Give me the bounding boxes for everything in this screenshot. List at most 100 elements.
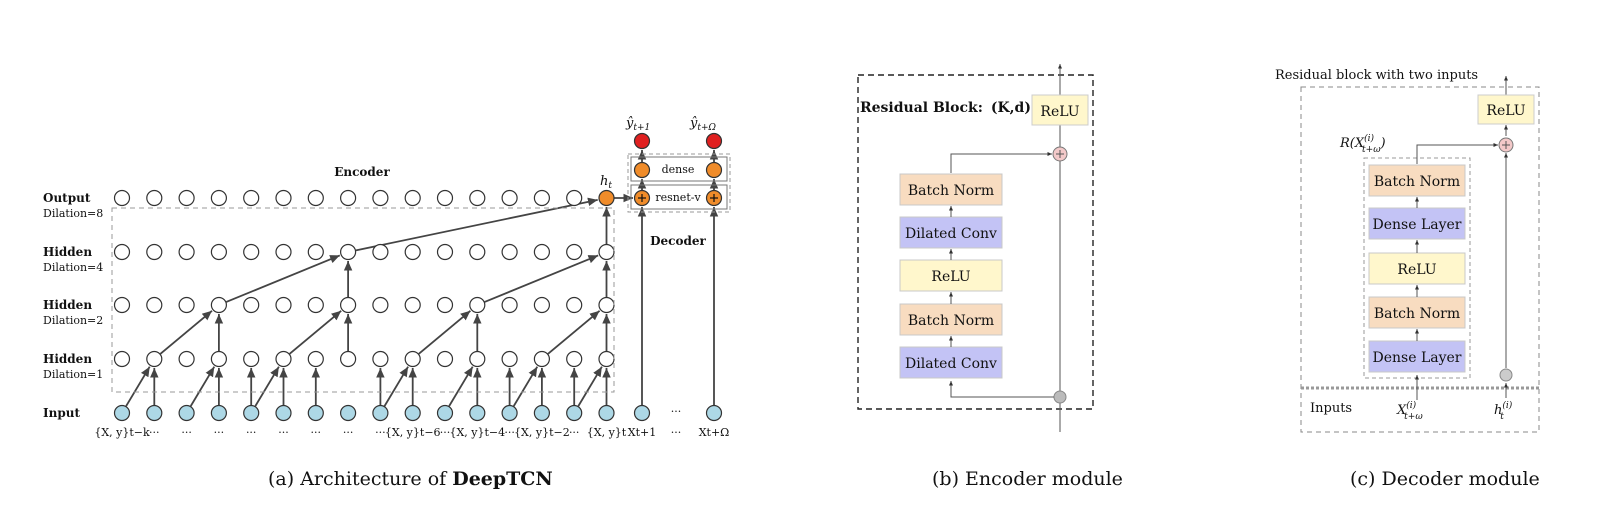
row-label: Output (43, 191, 91, 205)
tcn-node (566, 350, 583, 368)
input-label: ··· (311, 426, 322, 439)
edge-input-hidden1 (383, 366, 409, 407)
tcn-node (275, 243, 292, 261)
tcn-node (404, 189, 421, 207)
tcn-node (210, 189, 227, 207)
tcn-node (210, 350, 227, 368)
encoder-relu-out-label: ReLU (1040, 104, 1079, 120)
h-t-node (598, 189, 615, 207)
row-label: Hidden (43, 298, 92, 312)
input-label: ··· (375, 426, 386, 439)
tcn-node (372, 189, 389, 207)
tcn-node (307, 243, 324, 261)
encoder-block-label: Batch Norm (908, 183, 994, 199)
tcn-node (307, 350, 324, 368)
edge-input-hidden1 (577, 366, 603, 407)
tcn-node (307, 189, 324, 207)
future-label-last: Xt+Ω (699, 426, 730, 439)
input-node (533, 404, 551, 422)
decoder-stack-out (1416, 143, 1498, 164)
tcn-node (533, 350, 551, 368)
edge-input-hidden1 (189, 366, 216, 407)
tcn-node (178, 296, 195, 314)
input-label: {X, y}t−k (94, 426, 150, 439)
input-label: ··· (504, 426, 515, 439)
h-input-label: h(i)t (1494, 400, 1513, 422)
dense-label: dense (662, 163, 695, 176)
row-label: Input (43, 406, 80, 420)
tcn-node (598, 350, 615, 368)
encoder-block (899, 303, 1003, 336)
tcn-node (146, 350, 163, 368)
tcn-node (598, 243, 615, 261)
row-dilation: Dilation=1 (43, 368, 103, 381)
tcn-node (566, 189, 583, 207)
tcn-node (469, 243, 486, 261)
tcn-node (307, 296, 324, 314)
encoder-block-label: Batch Norm (908, 313, 994, 329)
decoder-relu-out-box (1477, 94, 1535, 125)
input-label: ··· (181, 426, 192, 439)
edge-input-hidden1 (254, 366, 280, 407)
decoder-h-dot (1499, 368, 1513, 382)
encoder-block (899, 259, 1003, 292)
row-dilation: Dilation=2 (43, 314, 103, 327)
row-dilation: Dilation=4 (43, 261, 103, 274)
edge-input-hidden1 (125, 366, 151, 407)
tcn-input-labels: {X, y}t−k························{X, y}t… (94, 426, 626, 439)
input-node (210, 404, 227, 422)
tcn-node (404, 243, 421, 261)
input-node (372, 404, 389, 422)
input-node (598, 404, 615, 422)
encoder-module-panel: Residual Block:(K,d) ReLU Batch NormDila… (857, 64, 1094, 432)
tcn-node (404, 350, 421, 368)
tcn-node (243, 350, 260, 368)
caption-b: (b) Encoder module (932, 468, 1123, 490)
future-input-node (633, 404, 651, 422)
decoder-block-label: Dense Layer (1373, 217, 1462, 233)
input-label: {X, y}t−4 (449, 426, 505, 439)
decoder-block-label: Batch Norm (1374, 306, 1460, 322)
decoder-relu-out-label: ReLU (1486, 103, 1525, 119)
input-node (469, 404, 486, 422)
tcn-node (146, 243, 163, 261)
tcn-node (469, 296, 486, 314)
edge-hidden2-hidden3 (225, 254, 341, 303)
decoder-block (1368, 340, 1466, 373)
input-node (340, 404, 357, 422)
tcn-node (243, 296, 260, 314)
tcn-node (210, 243, 227, 261)
future-label-first: Xt+1 (628, 426, 656, 439)
tcn-node (146, 296, 163, 314)
deeptcn-architecture-panel: OutputDilation=8HiddenDilation=4HiddenDi… (43, 116, 731, 439)
tcn-node (275, 350, 292, 368)
input-label: ··· (569, 426, 580, 439)
tcn-node (436, 243, 454, 261)
r-label: R(X(i)t+ω) (1339, 133, 1386, 155)
input-node (178, 404, 195, 422)
input-label: {X, y}t (587, 426, 627, 439)
input-label: ··· (214, 426, 225, 439)
resnet-label: resnet-v (655, 191, 701, 204)
encoder-residual-title: Residual Block:(K,d) (860, 100, 1031, 116)
input-label: {X, y}t−2 (514, 426, 570, 439)
row-label: Hidden (43, 245, 92, 259)
dense-box (630, 156, 728, 182)
tcn-node (533, 189, 551, 207)
row-label: Hidden (43, 352, 92, 366)
encoder-branch-out (950, 152, 1052, 173)
tcn-node (566, 243, 583, 261)
input-node (113, 404, 131, 422)
edge-hidden2-hidden3 (484, 254, 599, 303)
tcn-node (340, 296, 357, 314)
tcn-node (243, 189, 260, 207)
encoder-block (899, 216, 1003, 249)
input-node (566, 404, 583, 422)
tcn-node (113, 296, 131, 314)
decoder-block-label: ReLU (1397, 262, 1436, 278)
tcn-node (598, 296, 615, 314)
decoder-residual-border (1300, 86, 1540, 433)
encoder-branch-dot (1053, 390, 1067, 404)
yhat-first-label: ŷt+1 (625, 116, 650, 133)
inputs-label: Inputs (1310, 401, 1352, 416)
